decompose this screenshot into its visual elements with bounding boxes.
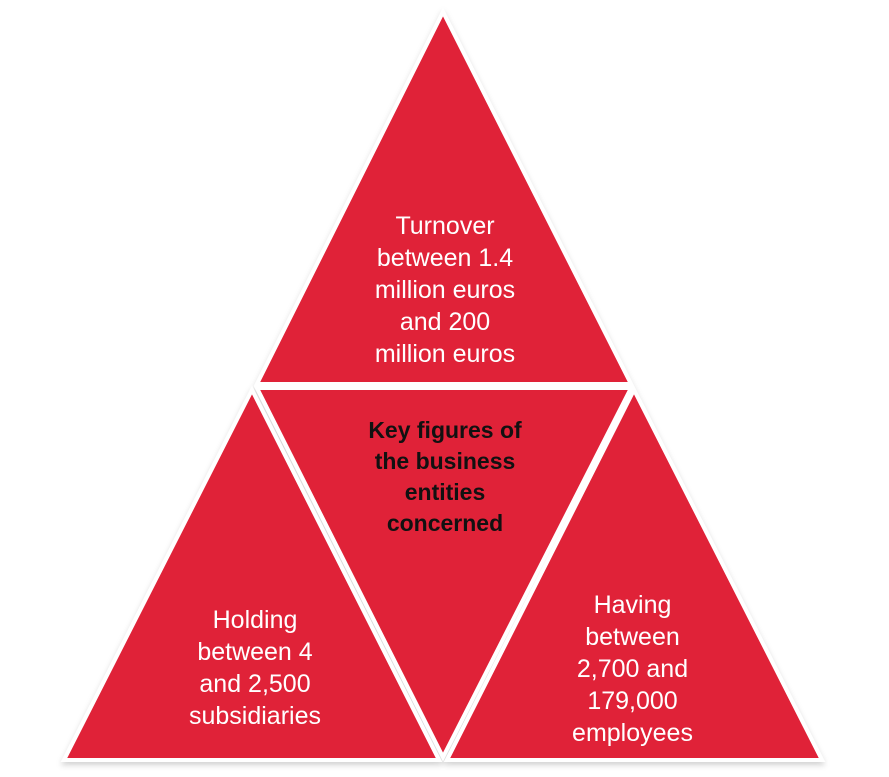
center-inverted-triangle xyxy=(253,386,635,762)
top-triangle-label: Turnover between 1.4 million euros and 2… xyxy=(374,212,516,368)
top-triangle xyxy=(253,7,635,386)
center-triangle-label: Key figures of the business entities con… xyxy=(368,417,522,536)
bottom-left-triangle-label: Holding between 4 and 2,500 subsidiaries xyxy=(188,606,321,730)
bottom-right-triangle xyxy=(443,385,826,762)
bottom-right-triangle-label: Having between 2,700 and 179,000 employe… xyxy=(572,591,693,747)
bottom-left-triangle xyxy=(60,385,443,762)
